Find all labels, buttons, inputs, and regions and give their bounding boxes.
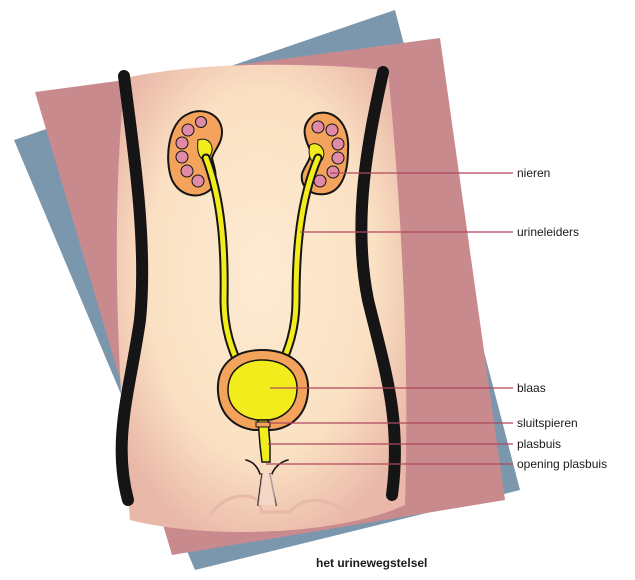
label-nieren: nieren — [517, 166, 550, 180]
label-urineleiders: urineleiders — [517, 225, 579, 239]
label-sluitspieren: sluitspieren — [517, 416, 578, 430]
sphincter — [256, 422, 270, 427]
diagram-caption: het urinewegstelsel — [316, 556, 427, 570]
label-opening-plasbuis: opening plasbuis — [517, 457, 607, 471]
bladder — [228, 360, 297, 420]
label-blaas: blaas — [517, 381, 546, 395]
label-plasbuis: plasbuis — [517, 437, 561, 451]
